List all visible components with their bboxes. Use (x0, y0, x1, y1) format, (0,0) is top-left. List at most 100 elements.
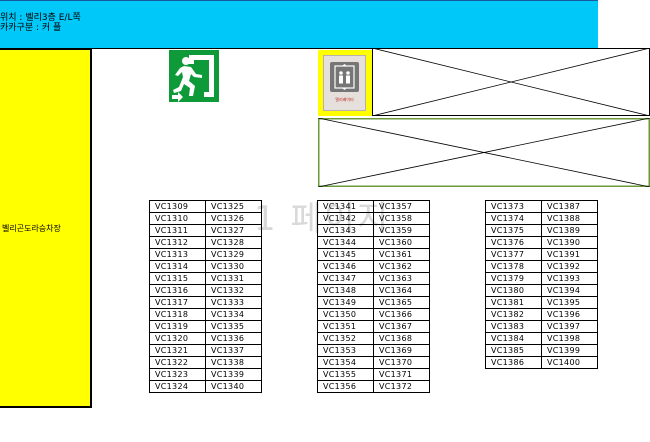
code-cell[interactable]: VC1312 (149, 236, 206, 249)
code-cell[interactable]: VC1317 (149, 296, 206, 309)
code-cell[interactable]: VC1378 (485, 260, 542, 273)
code-cell[interactable]: VC1333 (205, 296, 262, 309)
code-cell[interactable]: VC1367 (373, 320, 430, 333)
code-cell[interactable]: VC1392 (541, 260, 598, 273)
code-cell[interactable]: VC1334 (205, 308, 262, 321)
code-cell[interactable]: VC1321 (149, 344, 206, 357)
code-cell[interactable]: VC1316 (149, 284, 206, 297)
code-cell[interactable]: VC1341 (317, 200, 374, 213)
code-cell[interactable]: VC1361 (373, 248, 430, 261)
code-cell[interactable]: VC1350 (317, 308, 374, 321)
code-cell[interactable]: VC1363 (373, 272, 430, 285)
code-cell[interactable]: VC1364 (373, 284, 430, 297)
code-cell[interactable]: VC1389 (541, 224, 598, 237)
code-cell[interactable]: VC1377 (485, 248, 542, 261)
code-cell[interactable]: VC1311 (149, 224, 206, 237)
code-cell[interactable]: VC1340 (205, 380, 262, 393)
code-cell[interactable]: VC1375 (485, 224, 542, 237)
code-cell[interactable]: VC1346 (317, 260, 374, 273)
code-cell[interactable]: VC1354 (317, 356, 374, 369)
code-cell[interactable]: VC1352 (317, 332, 374, 345)
code-cell[interactable]: VC1398 (541, 332, 598, 345)
code-cell[interactable]: VC1399 (541, 344, 598, 357)
code-cell[interactable]: VC1351 (317, 320, 374, 333)
code-cell[interactable]: VC1387 (541, 200, 598, 213)
code-cell[interactable]: VC1380 (485, 284, 542, 297)
emergency-exit-running-man-icon[interactable] (169, 50, 219, 102)
code-cell[interactable]: VC1314 (149, 260, 206, 273)
code-cell[interactable]: VC1323 (149, 368, 206, 381)
code-cell[interactable]: VC1357 (373, 200, 430, 213)
image-placeholder-middle[interactable] (318, 118, 650, 187)
code-cell[interactable]: VC1349 (317, 296, 374, 309)
station-label-cell[interactable]: 벨리곤도라승차장 (0, 48, 92, 408)
code-cell[interactable]: VC1376 (485, 236, 542, 249)
code-cell[interactable]: VC1394 (541, 284, 598, 297)
code-cell[interactable]: VC1356 (317, 380, 374, 393)
code-cell[interactable]: VC1393 (541, 272, 598, 285)
code-cell[interactable]: VC1374 (485, 212, 542, 225)
code-cell[interactable]: VC1371 (373, 368, 430, 381)
code-cell[interactable]: VC1331 (205, 272, 262, 285)
code-cell[interactable]: VC1383 (485, 320, 542, 333)
code-cell[interactable]: VC1362 (373, 260, 430, 273)
code-cell[interactable]: VC1353 (317, 344, 374, 357)
code-cell[interactable]: VC1348 (317, 284, 374, 297)
code-cell[interactable]: VC1339 (205, 368, 262, 381)
code-cell[interactable]: VC1337 (205, 344, 262, 357)
code-cell[interactable]: VC1344 (317, 236, 374, 249)
code-cell[interactable]: VC1335 (205, 320, 262, 333)
code-cell[interactable]: VC1382 (485, 308, 542, 321)
code-cell[interactable]: VC1370 (373, 356, 430, 369)
code-cell[interactable]: VC1385 (485, 344, 542, 357)
code-cell[interactable]: VC1391 (541, 248, 598, 261)
code-cell[interactable]: VC1330 (205, 260, 262, 273)
code-cell[interactable]: VC1327 (205, 224, 262, 237)
code-cell[interactable]: VC1366 (373, 308, 430, 321)
code-cell[interactable]: VC1359 (373, 224, 430, 237)
code-cell[interactable]: VC1319 (149, 320, 206, 333)
code-cell[interactable]: VC1395 (541, 296, 598, 309)
code-cell[interactable]: VC1379 (485, 272, 542, 285)
code-cell[interactable]: VC1313 (149, 248, 206, 261)
code-cell[interactable]: VC1342 (317, 212, 374, 225)
code-cell[interactable]: VC1388 (541, 212, 598, 225)
code-cell[interactable]: VC1373 (485, 200, 542, 213)
code-cell[interactable]: VC1390 (541, 236, 598, 249)
code-cell[interactable]: VC1322 (149, 356, 206, 369)
code-cell[interactable]: VC1325 (205, 200, 262, 213)
code-cell[interactable]: VC1310 (149, 212, 206, 225)
code-cell[interactable]: VC1355 (317, 368, 374, 381)
code-cell[interactable]: VC1386 (485, 356, 542, 369)
code-cell[interactable]: VC1396 (541, 308, 598, 321)
code-cell[interactable]: VC1329 (205, 248, 262, 261)
elevator-sign[interactable]: 엘리베이터 (318, 50, 372, 116)
code-cell[interactable]: VC1384 (485, 332, 542, 345)
image-placeholder-top[interactable] (372, 48, 650, 116)
code-cell[interactable]: VC1347 (317, 272, 374, 285)
code-cell[interactable]: VC1372 (373, 380, 430, 393)
code-cell[interactable]: VC1324 (149, 380, 206, 393)
code-cell[interactable]: VC1309 (149, 200, 206, 213)
code-cell[interactable]: VC1358 (373, 212, 430, 225)
code-cell[interactable]: VC1369 (373, 344, 430, 357)
code-cell[interactable]: VC1336 (205, 332, 262, 345)
code-cell[interactable]: VC1318 (149, 308, 206, 321)
code-cell[interactable]: VC1360 (373, 236, 430, 249)
code-cell[interactable]: VC1343 (317, 224, 374, 237)
code-cell[interactable]: VC1400 (541, 356, 598, 369)
code-cell[interactable]: VC1338 (205, 356, 262, 369)
code-cell[interactable]: VC1397 (541, 320, 598, 333)
code-cell[interactable]: VC1320 (149, 332, 206, 345)
code-cell[interactable]: VC1345 (317, 248, 374, 261)
code-cell[interactable]: VC1332 (205, 284, 262, 297)
code-cell[interactable]: VC1315 (149, 272, 206, 285)
code-cell[interactable]: VC1326 (205, 212, 262, 225)
code-cell[interactable]: VC1365 (373, 296, 430, 309)
code-cell[interactable]: VC1328 (205, 236, 262, 249)
code-cell[interactable]: VC1368 (373, 332, 430, 345)
code-cell[interactable]: VC1381 (485, 296, 542, 309)
